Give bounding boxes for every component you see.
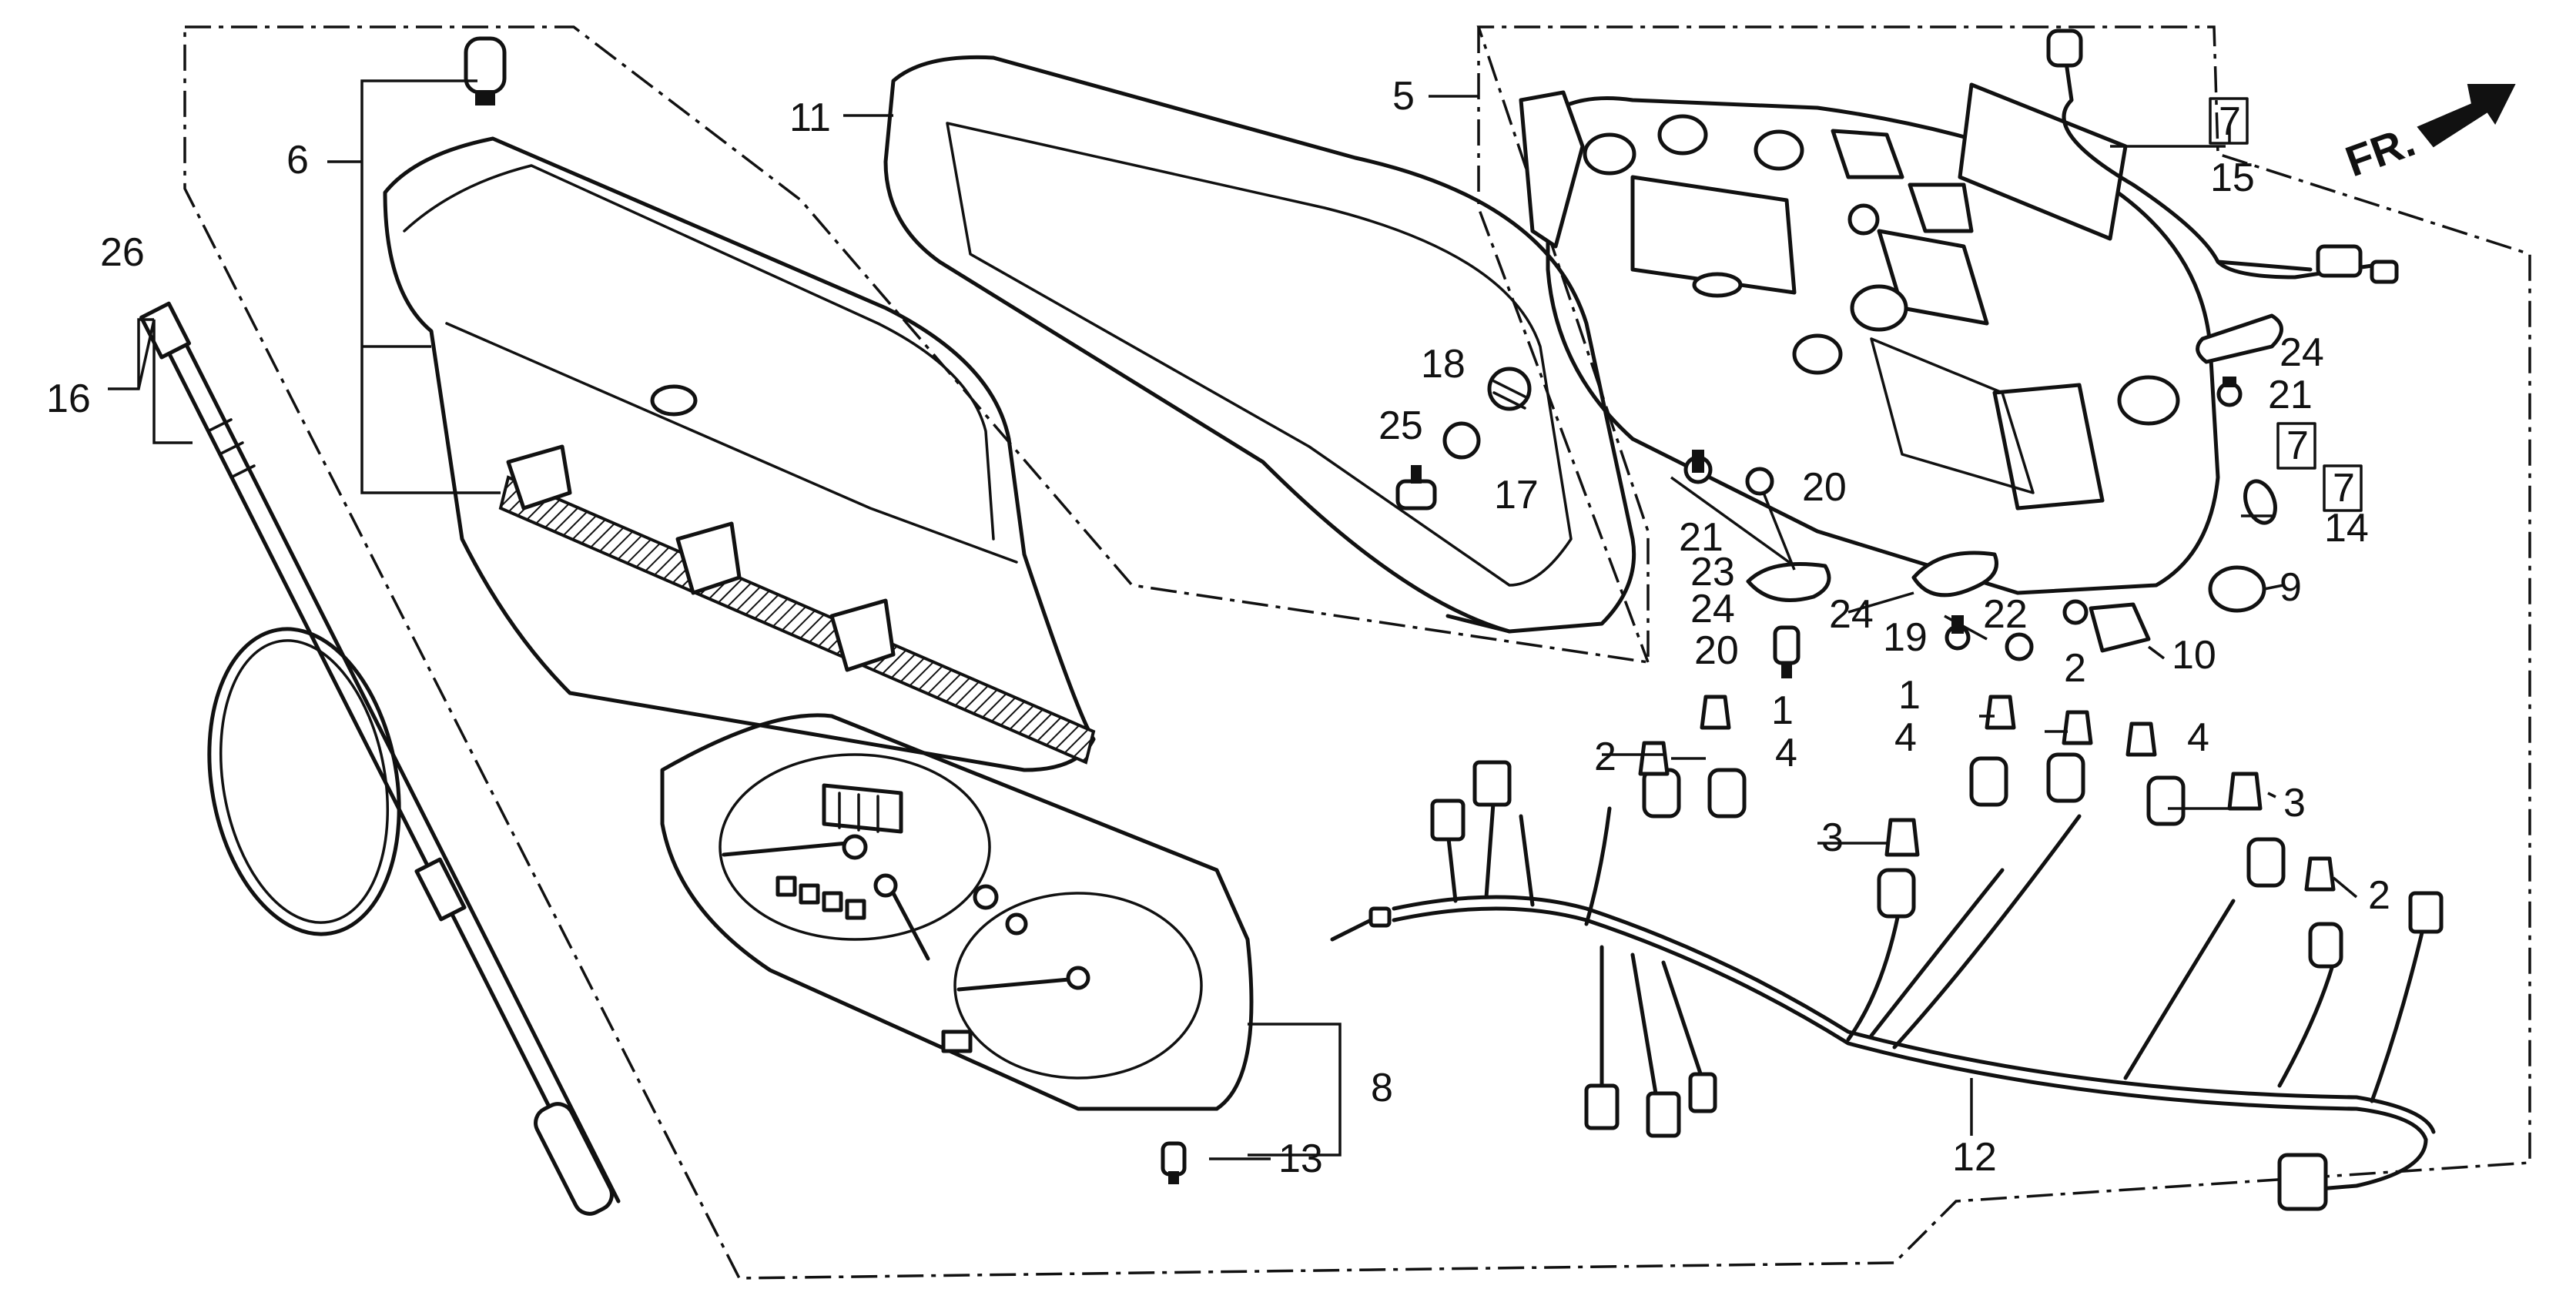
callout-7-low: 7 bbox=[2333, 466, 2355, 511]
indicator-bulbs bbox=[1638, 695, 2336, 892]
callout-box-7-low bbox=[2323, 464, 2363, 512]
meter-lens-cover bbox=[383, 136, 1096, 772]
callout-21-left: 21 bbox=[1679, 515, 1723, 560]
callout-3-left: 3 bbox=[1821, 815, 1844, 860]
callout-1-left: 1 bbox=[1771, 688, 1794, 733]
callout-15: 15 bbox=[2210, 156, 2255, 200]
callout-labels: 26 16 6 11 5 7 15 24 21 7 7 14 9 10 22 1… bbox=[46, 74, 2390, 1181]
callout-24-top: 24 bbox=[2280, 330, 2324, 375]
housing-group-boundary bbox=[1477, 27, 1650, 663]
wiring-harness bbox=[1330, 760, 2444, 1211]
meter-wiring-board bbox=[1958, 28, 2399, 284]
callout-16: 16 bbox=[46, 377, 91, 421]
front-label: FR. bbox=[2340, 116, 2421, 186]
callout-3-right: 3 bbox=[2283, 781, 2306, 825]
callout-12: 12 bbox=[1952, 1135, 1997, 1180]
callout-26: 26 bbox=[100, 230, 145, 275]
callout-11: 11 bbox=[789, 95, 831, 140]
visor-fasteners bbox=[1395, 367, 1532, 511]
small-hardware bbox=[1683, 313, 2283, 678]
meter-gauge-panel bbox=[660, 713, 1254, 1184]
meter-visor-rim bbox=[883, 55, 1636, 634]
callout-18: 18 bbox=[1421, 342, 1466, 387]
callout-4-left: 4 bbox=[1775, 731, 1797, 775]
callout-17: 17 bbox=[1494, 473, 1539, 517]
callout-23: 23 bbox=[1690, 550, 1735, 594]
speedometer-cable bbox=[139, 301, 621, 1216]
callout-2-left: 2 bbox=[1594, 735, 1616, 779]
callout-20-upper: 20 bbox=[1802, 465, 1847, 510]
callout-box-7-top bbox=[2209, 97, 2249, 145]
callout-2-mid: 2 bbox=[2064, 646, 2086, 691]
callout-20-lower: 20 bbox=[1694, 628, 1739, 673]
callout-7-mid: 7 bbox=[2286, 424, 2309, 468]
callout-4-right: 4 bbox=[2187, 715, 2209, 760]
callout-5: 5 bbox=[1392, 74, 1415, 119]
callout-4-mid: 4 bbox=[1894, 715, 1917, 760]
callout-24-mid: 24 bbox=[1690, 587, 1735, 631]
callout-9: 9 bbox=[2280, 565, 2302, 610]
callout-7-top: 7 bbox=[2219, 99, 2241, 144]
callout-24-low: 24 bbox=[1829, 592, 1874, 637]
callout-14: 14 bbox=[2324, 506, 2369, 551]
callout-box-7-mid bbox=[2276, 422, 2316, 470]
callout-6: 6 bbox=[286, 138, 309, 182]
callout-21-right: 21 bbox=[2268, 373, 2313, 417]
bulb-sockets bbox=[1642, 752, 2343, 969]
leader-lines bbox=[108, 79, 2358, 1160]
callout-10: 10 bbox=[2172, 633, 2216, 678]
top-indicator-bulb bbox=[464, 36, 507, 105]
callout-8: 8 bbox=[1371, 1066, 1393, 1110]
callout-13: 13 bbox=[1278, 1137, 1323, 1181]
front-direction-indicator: FR. bbox=[2340, 84, 2516, 186]
callout-22: 22 bbox=[1983, 592, 2028, 637]
callout-1-mid: 1 bbox=[1898, 673, 1921, 718]
callout-2-right: 2 bbox=[2368, 873, 2390, 918]
callout-25: 25 bbox=[1378, 403, 1423, 448]
callout-19: 19 bbox=[1883, 615, 1928, 660]
meter-lower-case bbox=[1519, 90, 2220, 595]
